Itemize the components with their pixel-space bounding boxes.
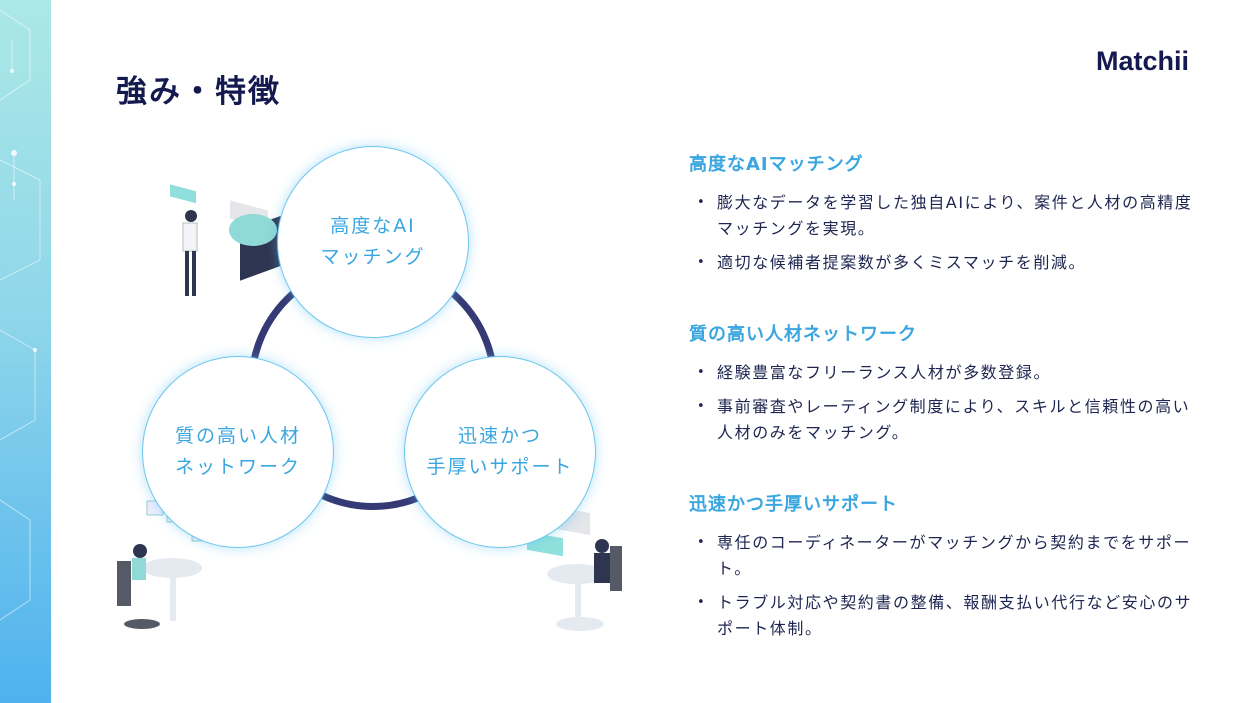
section-ai-matching: 高度なAIマッチング 膨大なデータを学習した独自AIにより、案件と人材の高精度マ…	[689, 150, 1199, 284]
feature-circle-ai-matching: 高度なAI マッチング	[277, 146, 469, 338]
circle-label: ネットワーク	[174, 456, 301, 478]
bullet-item: 専任のコーディネーターがマッチングから契約までをサポート。	[689, 530, 1199, 582]
decorative-sidebar	[0, 0, 51, 703]
bullet-item: 適切な候補者提案数が多くミスマッチを削減。	[689, 250, 1199, 276]
circle-label: 質の高い人材	[174, 425, 301, 447]
bullet-item: 経験豊富なフリーランス人材が多数登録。	[689, 360, 1199, 386]
circle-label: 高度なAI	[330, 215, 416, 237]
circle-label: マッチング	[320, 246, 426, 268]
page-title: 強み・特徴	[116, 74, 281, 110]
support-person-illustration-icon	[527, 506, 622, 631]
ai-person-illustration-icon	[170, 184, 290, 296]
brand-logo: Matchii	[1096, 46, 1190, 76]
circle-label: 手厚いサポート	[426, 456, 574, 478]
bullet-item: 事前審査やレーティング制度により、スキルと信頼性の高い人材のみをマッチング。	[689, 394, 1199, 446]
feature-circle-support: 迅速かつ 手厚いサポート	[404, 356, 596, 548]
section-talent-network: 質の高い人材ネットワーク 経験豊富なフリーランス人材が多数登録。 事前審査やレー…	[689, 320, 1199, 454]
section-support: 迅速かつ手厚いサポート 専任のコーディネーターがマッチングから契約までをサポート…	[689, 490, 1199, 650]
bullet-item: トラブル対応や契約書の整備、報酬支払い代行など安心のサポート体制。	[689, 590, 1199, 642]
bullet-item: 膨大なデータを学習した独自AIにより、案件と人材の高精度マッチングを実現。	[689, 190, 1199, 242]
section-heading: 迅速かつ手厚いサポート	[689, 494, 898, 515]
circuit-pattern-icon	[0, 9, 41, 621]
section-heading: 質の高い人材ネットワーク	[689, 324, 917, 345]
section-heading: 高度なAIマッチング	[689, 154, 864, 175]
feature-circle-talent-network: 質の高い人材 ネットワーク	[142, 356, 334, 548]
circle-label: 迅速かつ	[457, 425, 542, 447]
